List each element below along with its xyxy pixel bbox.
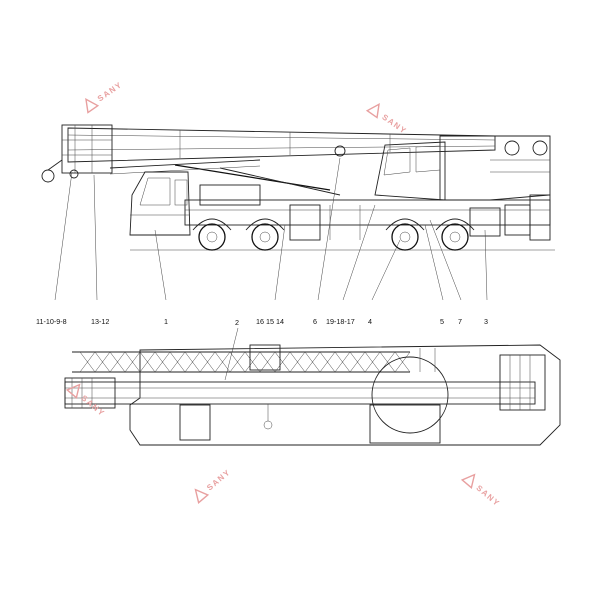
callout-label: 16 15 14 [256, 317, 284, 326]
chassis [184, 184, 551, 241]
svg-text:SANY: SANY [474, 483, 501, 508]
wheels [192, 218, 475, 251]
callout-label: 7 [458, 317, 462, 326]
sany-logo-icon [460, 473, 476, 489]
callout-label: 19-18-17 [326, 317, 355, 326]
lattice-jib [72, 351, 411, 373]
sany-watermark-bottom-left: SANY [194, 467, 233, 504]
callout-label: 5 [440, 317, 444, 326]
svg-text:SANY: SANY [205, 467, 232, 492]
callout-label: 6 [313, 317, 317, 326]
boom-head-hook [41, 124, 261, 183]
sany-watermark-mid-left: SANY [65, 383, 107, 418]
svg-text:SANY: SANY [79, 393, 106, 418]
carrier-cab [129, 171, 191, 236]
sany-watermark-top-right: SANY [365, 102, 409, 136]
callout-labels: 11-10-9-8 13-12 1 16 15 14 6 19-18-17 4 … [36, 317, 488, 327]
callout-label: 1 [164, 317, 168, 326]
crane-top-view [64, 344, 561, 446]
callout-label: 4 [368, 317, 372, 326]
side-boom [67, 127, 496, 196]
callout-label: 3 [484, 317, 488, 326]
sany-logo-icon [65, 383, 81, 399]
svg-text:SANY: SANY [96, 80, 124, 104]
sany-watermark-top-left: SANY [85, 80, 124, 114]
operator-cab [374, 141, 446, 201]
svg-text:SANY: SANY [380, 112, 408, 136]
callout-label: 11-10-9-8 [36, 317, 67, 326]
callout-label: 13-12 [91, 317, 109, 326]
sany-watermark-bottom-right: SANY [460, 473, 502, 508]
crane-side-view [41, 124, 555, 381]
sany-logo-icon [85, 97, 100, 114]
sany-logo-icon [194, 488, 210, 504]
sany-logo-icon [365, 102, 380, 119]
callout-label: 2 [235, 318, 239, 327]
